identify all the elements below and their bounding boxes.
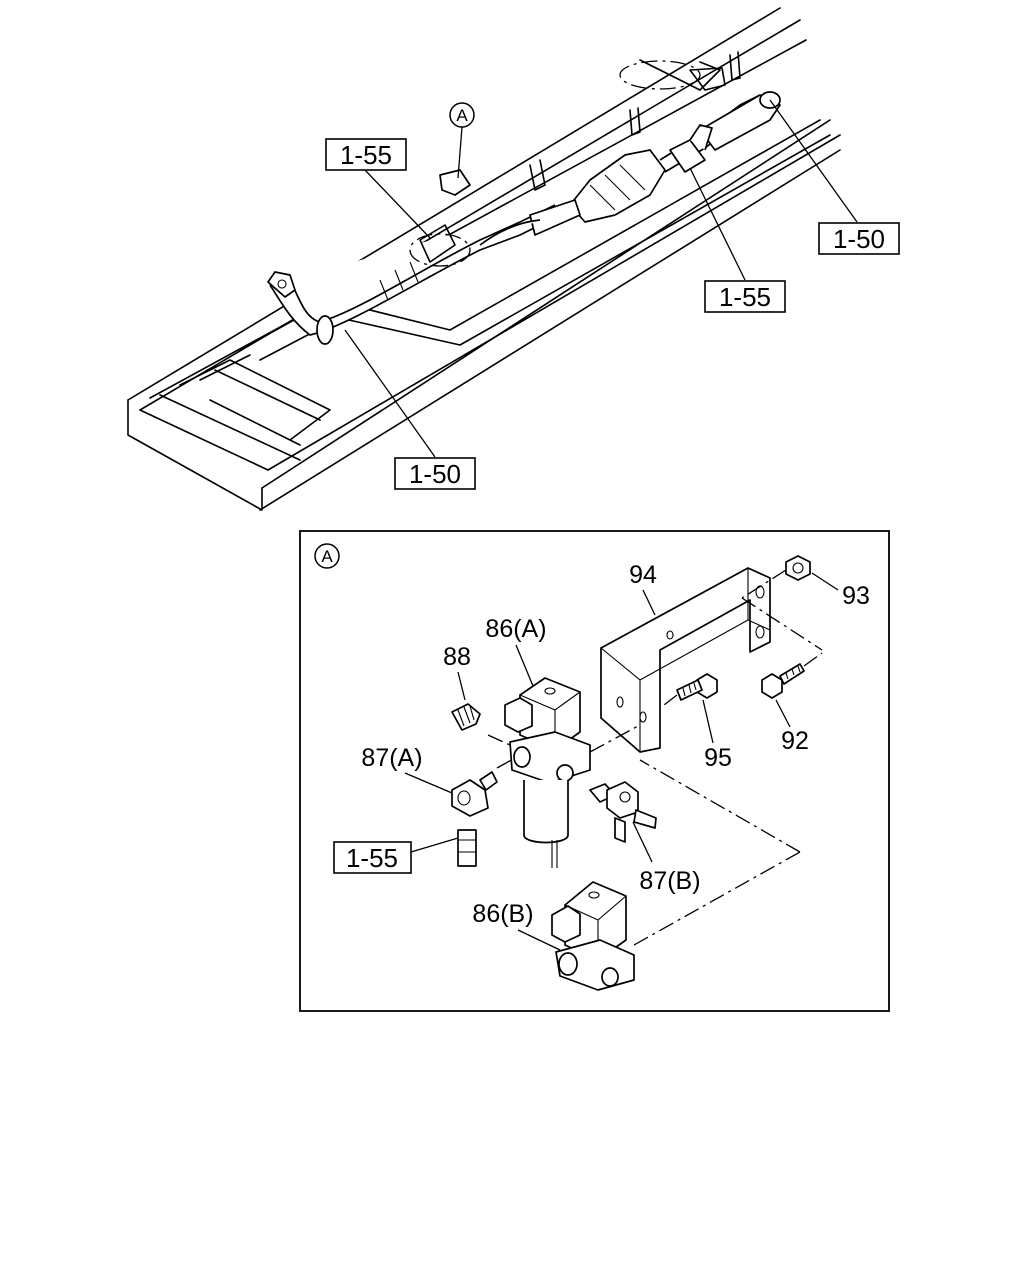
svg-text:1-55: 1-55 — [346, 843, 398, 873]
label-95: 95 — [702, 699, 732, 772]
label-88: 88 — [443, 643, 471, 701]
tee-fitting-87b — [589, 781, 657, 843]
label-94: 94 — [629, 561, 657, 616]
svg-text:88: 88 — [443, 643, 471, 671]
ref-box-left-upper: 1-55 — [325, 138, 431, 239]
label-87b: 87(B) — [632, 821, 701, 895]
bolt-92 — [761, 652, 823, 699]
ref-box-detail: 1-55 — [333, 837, 459, 874]
svg-text:1-50: 1-50 — [833, 224, 885, 254]
solenoid-valve-86b — [551, 759, 801, 991]
detail-marker-a-top: A — [449, 102, 475, 179]
solenoid-valve-86a — [487, 677, 641, 868]
svg-text:1-55: 1-55 — [719, 282, 771, 312]
svg-text:94: 94 — [629, 561, 657, 589]
elbow-fitting-87a — [451, 771, 498, 817]
chassis-frame-drawing — [127, 7, 841, 511]
connector-fitting — [457, 829, 477, 867]
bolt-95 — [659, 673, 718, 709]
label-86a: 86(A) — [485, 615, 547, 687]
svg-text:86(A): 86(A) — [485, 615, 546, 643]
svg-text:1-55: 1-55 — [340, 140, 392, 170]
svg-text:A: A — [456, 106, 468, 125]
svg-text:87(B): 87(B) — [639, 867, 700, 895]
label-87a: 87(A) — [361, 744, 453, 794]
label-93: 93 — [811, 572, 870, 610]
label-92: 92 — [775, 699, 809, 755]
plug-88 — [451, 703, 481, 731]
bracket-94 — [600, 567, 771, 753]
ref-box-right-lower: 1-55 — [689, 167, 786, 313]
svg-text:92: 92 — [781, 727, 809, 755]
svg-text:95: 95 — [704, 744, 732, 772]
ref-box-right-upper: 1-50 — [769, 99, 900, 255]
svg-text:A: A — [321, 547, 333, 566]
nut-93 — [741, 555, 823, 651]
svg-text:1-50: 1-50 — [409, 459, 461, 489]
label-86b: 86(B) — [472, 900, 561, 951]
svg-text:87(A): 87(A) — [361, 744, 422, 772]
ref-box-bottom: 1-50 — [344, 329, 476, 490]
svg-text:86(B): 86(B) — [472, 900, 533, 928]
svg-text:93: 93 — [842, 582, 870, 610]
